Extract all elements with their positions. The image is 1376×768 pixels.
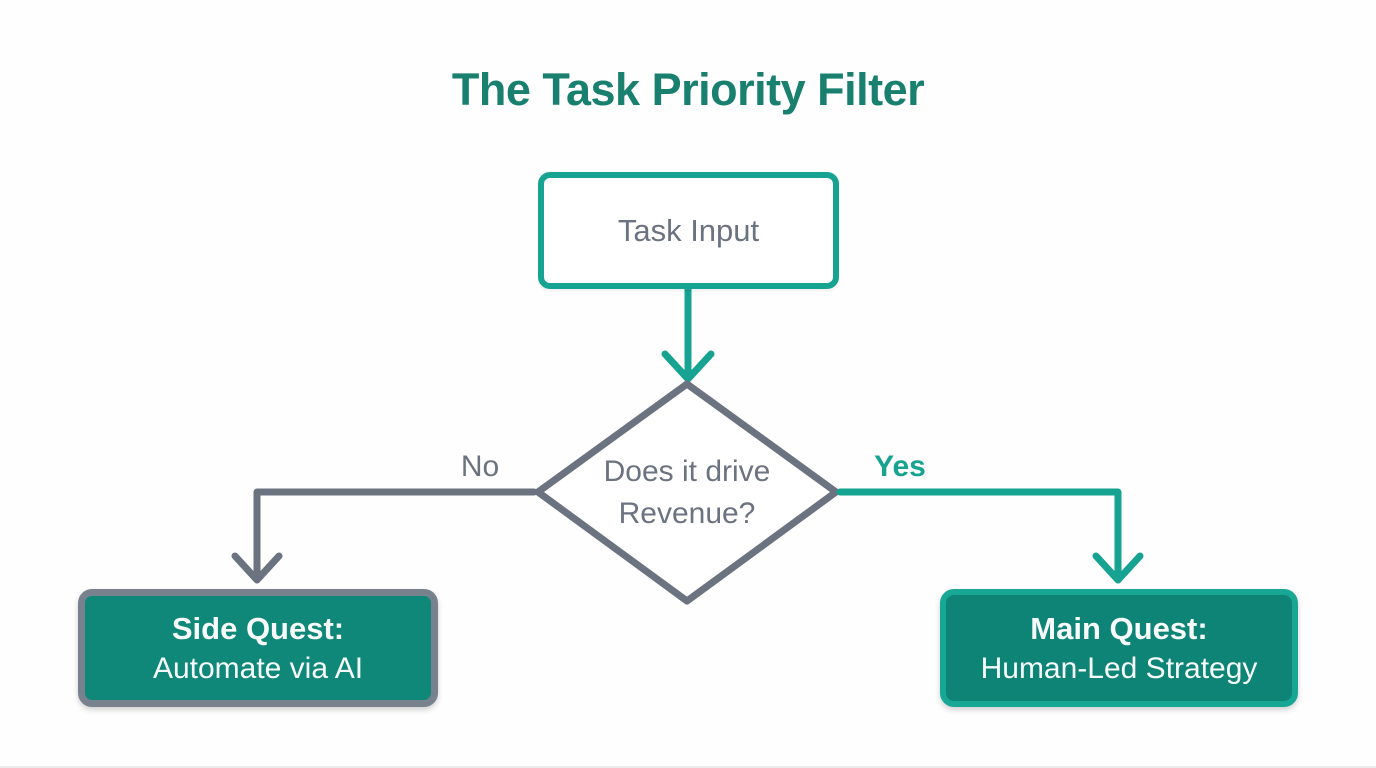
side-quest-subtitle: Automate via AI [152,652,364,685]
side-quest-node: Side Quest: Automate via AI [78,589,438,707]
input-to-decision-arrow [661,285,715,383]
no-branch-connector [231,488,538,584]
bottom-edge-line [0,766,1376,768]
main-quest-node: Main Quest: Human-Led Strategy [940,589,1298,707]
main-quest-title: Main Quest: [1030,611,1208,646]
decision-diamond-shape [534,380,840,605]
task-input-node: Task Input [538,172,839,289]
task-input-label: Task Input [617,212,760,248]
main-quest-subtitle: Human-Led Strategy [980,652,1258,685]
no-branch-label: No [460,450,500,483]
arrowhead-down-icon [1092,552,1144,584]
yes-branch-label: Yes [874,450,926,483]
side-quest-title: Side Quest: [171,611,345,646]
yes-branch-connector [836,488,1144,584]
decision-node-label: Does it drive Revenue? [603,454,771,530]
page-title: The Task Priority Filter [451,64,925,115]
arrowhead-down-icon [231,552,283,584]
arrowhead-down-icon [661,350,715,383]
